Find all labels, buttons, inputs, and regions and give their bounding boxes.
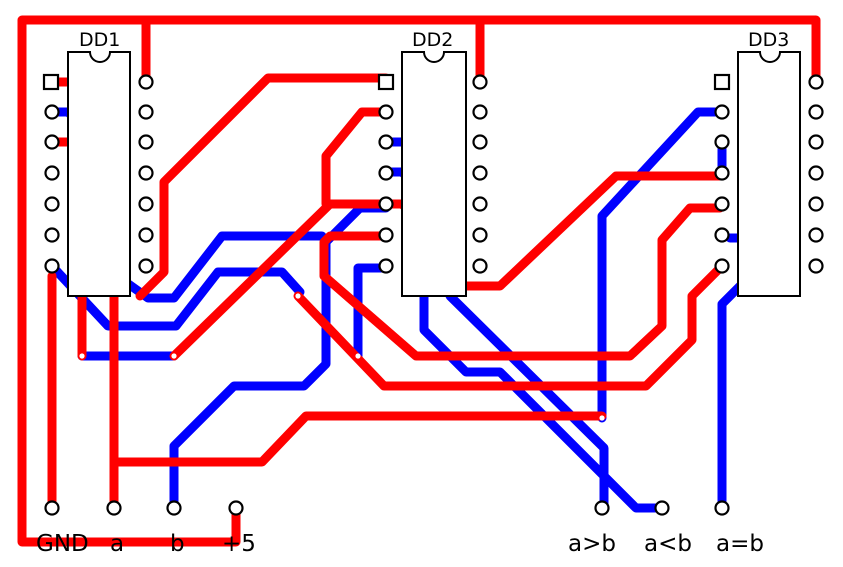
red-trace-diagonal-dd3	[293, 263, 725, 391]
chip-dd2: DD2	[377, 29, 488, 297]
chip-dd1: DD1	[42, 29, 154, 297]
blue-trace-dd1-pin7	[47, 261, 305, 331]
pin-pad	[378, 104, 394, 120]
pin-pad	[44, 165, 60, 181]
pin-1-pad	[42, 73, 60, 91]
chip-outline	[401, 51, 467, 297]
pin-pad	[138, 134, 154, 150]
pin-pad	[44, 104, 60, 120]
via	[295, 293, 301, 299]
via	[599, 415, 605, 421]
vias	[79, 293, 605, 421]
red-trace-perimeter-ring	[17, 15, 821, 547]
blue-trace-b-input	[169, 203, 391, 513]
pin-pad	[44, 134, 60, 150]
pin-pad	[808, 74, 824, 90]
pin-pad	[714, 165, 730, 181]
terminal-pads	[44, 500, 730, 516]
pin-pad	[808, 134, 824, 150]
pin-pad	[472, 196, 488, 212]
pin-pad	[808, 196, 824, 212]
pin-pad	[714, 258, 730, 274]
pin-pad	[714, 134, 730, 150]
lt-terminal-pad	[654, 500, 670, 516]
pin-1-pad	[713, 73, 731, 91]
gt-terminal-pad	[594, 500, 610, 516]
pin-pad	[808, 165, 824, 181]
pin-pad	[472, 258, 488, 274]
red-trace-dd2-loop	[321, 107, 391, 209]
via	[79, 353, 85, 359]
red-trace-dd1-to-dd2-pin1	[135, 73, 391, 301]
pin-pad	[378, 134, 394, 150]
pin-pad	[138, 104, 154, 120]
b-terminal-pad	[166, 500, 182, 516]
pin-pad	[44, 227, 60, 243]
chip-label: DD3	[748, 29, 789, 51]
pin-pad	[378, 165, 394, 181]
pin-pad	[472, 104, 488, 120]
pin-1-pad	[377, 73, 395, 91]
eq-label: a=b	[716, 531, 764, 557]
pin-pad	[472, 74, 488, 90]
a-label: a	[110, 531, 124, 557]
pin-pad	[138, 165, 154, 181]
red-trace-dd2-pin6	[319, 203, 725, 361]
pin-pad	[808, 104, 824, 120]
chip-outline	[737, 51, 801, 297]
a-terminal-pad	[106, 500, 122, 516]
pin-pad	[714, 227, 730, 243]
pin-pad	[44, 258, 60, 274]
pin-pad	[378, 196, 394, 212]
pin-pad	[138, 74, 154, 90]
pin-pad	[714, 104, 730, 120]
pin-pad	[138, 227, 154, 243]
chip-dd3: DD3	[713, 29, 824, 297]
red-trace-a-bus	[109, 411, 607, 467]
gt-label: a>b	[568, 531, 616, 557]
via	[171, 353, 177, 359]
chip-label: DD1	[79, 29, 120, 51]
pin-pad	[714, 196, 730, 212]
gnd-label: GND	[36, 531, 89, 557]
vcc-label: +5	[222, 531, 256, 557]
gnd-terminal-pad	[44, 500, 60, 516]
chip-outline	[67, 51, 131, 297]
top-layer-traces	[17, 15, 821, 547]
pin-pad	[138, 196, 154, 212]
terminal-labels: GND a b +5 a>b a<b a=b	[36, 531, 764, 557]
blue-trace-dd2-pin8	[353, 263, 391, 361]
pin-pad	[472, 165, 488, 181]
pin-pad	[44, 196, 60, 212]
vcc-terminal-pad	[228, 500, 244, 516]
eq-terminal-pad	[714, 500, 730, 516]
b-label: b	[170, 531, 185, 557]
pin-pad	[138, 258, 154, 274]
via	[355, 353, 361, 359]
blue-trace-dd3-pin2	[597, 107, 727, 423]
pin-pad	[472, 227, 488, 243]
chip-label: DD2	[412, 29, 453, 51]
pin-pad	[472, 134, 488, 150]
pin-pad	[378, 258, 394, 274]
lt-label: a<b	[644, 531, 692, 557]
pin-pad	[808, 227, 824, 243]
pin-pad	[378, 227, 394, 243]
pin-pad	[808, 258, 824, 274]
